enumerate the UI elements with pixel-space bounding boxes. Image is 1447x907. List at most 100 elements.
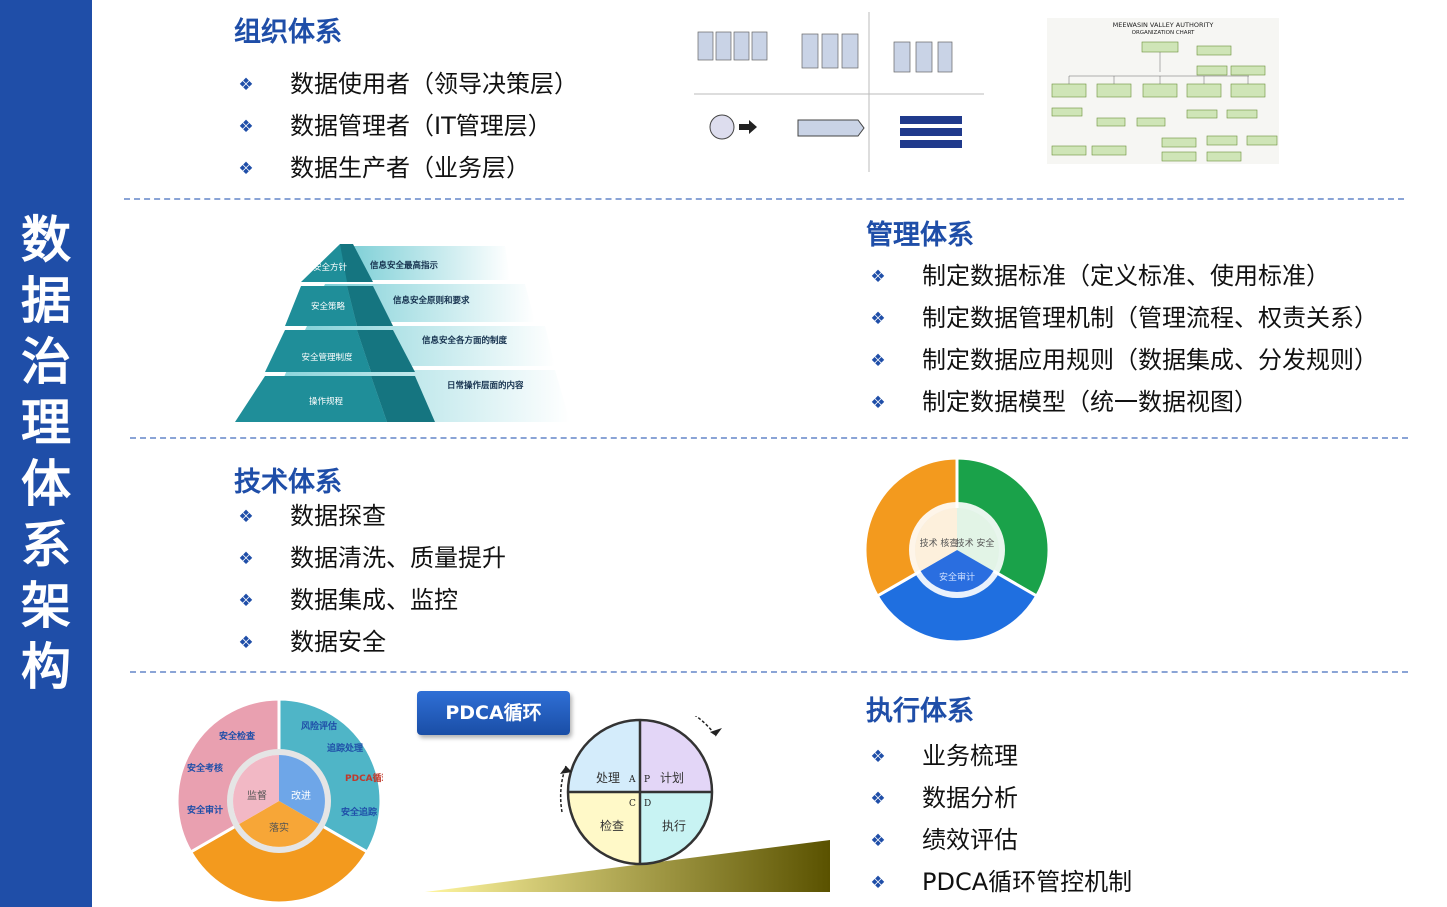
separator-2 — [130, 437, 1408, 439]
separator-1 — [124, 198, 1404, 200]
pdca-label: PDCA循环 — [417, 691, 570, 735]
list-item-text: 制定数据标准（定义标准、使用标准） — [922, 262, 1330, 290]
separator-3 — [130, 671, 1408, 673]
list-item: ❖ 数据生产者（业务层） — [234, 147, 578, 189]
diamond-bullet-icon: ❖ — [870, 309, 886, 329]
sidebar-title-char: 系 — [21, 516, 71, 574]
list-item-text: PDCA循环管控机制 — [922, 868, 1133, 896]
exec-label-5: 安全检查 — [219, 730, 256, 742]
exec-label-1: 风险评估 — [301, 720, 337, 732]
diamond-bullet-icon: ❖ — [870, 831, 886, 851]
diamond-bullet-icon: ❖ — [870, 351, 886, 371]
diamond-bullet-icon: ❖ — [870, 873, 886, 893]
exec-wheel: 监督 改进 落实 风险评估 追踪处理 PDCA循环 安全追踪 安全检查 安全考核… — [175, 697, 391, 905]
diamond-bullet-icon: ❖ — [870, 393, 886, 413]
diamond-bullet-icon: ❖ — [870, 789, 886, 809]
mgmt-title: 管理体系 — [866, 220, 974, 251]
exec-list: ❖ 业务梳理 ❖ 数据分析 ❖ 绩效评估 ❖ PDCA循环管控机制 — [866, 735, 1132, 903]
exec-label-3: PDCA循环 — [345, 772, 383, 784]
list-item: ❖ 制定数据模型（统一数据视图） — [866, 381, 1378, 423]
org-list: ❖ 数据使用者（领导决策层） ❖ 数据管理者（IT管理层） ❖ 数据生产者（业务层） — [234, 63, 578, 189]
sidebar-title-char: 架 — [21, 577, 71, 635]
list-item: ❖ 数据管理者（IT管理层） — [234, 105, 578, 147]
pdca-q-bl: 检查 — [600, 818, 624, 833]
list-item: ❖ 数据分析 — [866, 777, 1132, 819]
tech-wheel-left: 技术 核查 — [920, 537, 959, 549]
tech-title: 技术体系 — [234, 467, 342, 498]
list-item-text: 制定数据应用规则（数据集成、分发规则） — [922, 346, 1378, 374]
exec-label-2: 追踪处理 — [327, 742, 363, 754]
pyramid-level-4: 操作规程 — [309, 396, 344, 407]
list-item: ❖ 数据安全 — [234, 621, 506, 663]
list-item-text: 制定数据模型（统一数据视图） — [922, 388, 1258, 416]
org-title: 组织体系 — [234, 17, 342, 48]
list-item-text: 数据生产者（业务层） — [290, 154, 530, 182]
pdca-q-tr: 计划 — [660, 771, 684, 785]
diamond-bullet-icon: ❖ — [238, 75, 254, 95]
mgmt-list: ❖ 制定数据标准（定义标准、使用标准） ❖ 制定数据管理机制（管理流程、权责关系） ❖ 制… — [866, 255, 1378, 423]
diamond-bullet-icon: ❖ — [870, 747, 886, 767]
diamond-bullet-icon: ❖ — [238, 159, 254, 179]
exec-label-6: 安全考核 — [187, 762, 223, 774]
pdca-diagram: 处理 计划 检查 执行 A P C D — [420, 711, 835, 896]
exec-wheel-bottom: 落实 — [269, 821, 289, 834]
list-item-text: 数据分析 — [922, 784, 1018, 812]
list-item: ❖ PDCA循环管控机制 — [866, 861, 1132, 903]
exec-title: 执行体系 — [866, 696, 974, 727]
list-item-text: 数据集成、监控 — [290, 586, 458, 614]
org-chart-image: MEEWASIN VALLEY AUTHORITY ORGANIZATION C… — [1047, 18, 1279, 164]
list-item: ❖数据清洗、质量提升 — [234, 537, 506, 579]
sidebar-title-char: 数 — [21, 211, 71, 269]
pyramid-desc-1: 信息安全最高指示 — [370, 260, 439, 271]
list-item: ❖ 绩效评估 — [866, 819, 1132, 861]
list-item: ❖ 制定数据应用规则（数据集成、分发规则） — [866, 339, 1378, 381]
diamond-bullet-icon: ❖ — [238, 507, 254, 527]
sidebar-title-char: 治 — [21, 333, 71, 391]
list-item-text: 绩效评估 — [922, 826, 1018, 854]
tech-list: ❖ 数据探查 ❖数据清洗、质量提升 ❖ 数据集成、监控 ❖ 数据安全 — [234, 495, 506, 663]
list-item-text: 制定数据管理机制（管理流程、权责关系） — [922, 304, 1378, 332]
tech-wheel-right: 技术 安全 — [956, 537, 995, 549]
process-diagram — [694, 12, 984, 172]
list-item: ❖ 数据使用者（领导决策层） — [234, 63, 578, 105]
pdca-letter-a: A — [628, 775, 636, 785]
tech-wheel-bottom: 安全审计 — [939, 571, 975, 583]
pdca-letter-d: D — [644, 799, 651, 809]
list-item-text: 数据使用者（领导决策层） — [290, 70, 578, 98]
pdca-q-tl: 处理 — [596, 771, 620, 785]
pyramid-desc-4: 日常操作层面的内容 — [447, 380, 524, 391]
sidebar-title-char: 体 — [21, 455, 71, 513]
org-chart-subtitle: ORGANIZATION CHART — [1132, 30, 1195, 36]
pdca-letter-p: P — [644, 775, 650, 785]
sidebar-title-char: 构 — [21, 638, 71, 696]
list-item: ❖ 制定数据标准（定义标准、使用标准） — [866, 255, 1378, 297]
list-item: ❖ 数据探查 — [234, 495, 506, 537]
exec-wheel-right: 改进 — [291, 789, 311, 802]
list-item-text: 数据安全 — [290, 628, 386, 656]
list-item: ❖ 数据集成、监控 — [234, 579, 506, 621]
list-item-text: 数据清洗、质量提升 — [290, 544, 506, 572]
sidebar-title: 数据治理体系架构 — [0, 210, 92, 698]
diamond-bullet-icon: ❖ — [238, 117, 254, 137]
pyramid-desc-2: 信息安全原则和要求 — [393, 295, 470, 306]
diamond-bullet-icon: ❖ — [238, 591, 254, 611]
list-item-text: 数据探查 — [290, 502, 386, 530]
sidebar: 数据治理体系架构 — [0, 0, 92, 907]
list-item: ❖ 业务梳理 — [866, 735, 1132, 777]
sidebar-title-char: 理 — [21, 394, 71, 452]
diamond-bullet-icon: ❖ — [870, 267, 886, 287]
list-item-text: 数据管理者（IT管理层） — [290, 112, 552, 140]
list-item: ❖ 制定数据管理机制（管理流程、权责关系） — [866, 297, 1378, 339]
pdca-q-br: 执行 — [662, 819, 686, 833]
pyramid-desc-3: 信息安全各方面的制度 — [422, 335, 508, 346]
exec-wheel-left: 监督 — [247, 789, 267, 802]
pyramid-level-1: 安全方针 — [313, 262, 348, 273]
pyramid-level-3: 安全管理制度 — [301, 352, 353, 363]
pdca-letter-c: C — [629, 799, 636, 809]
pyramid-diagram: 安全方针 安全策略 安全管理制度 操作规程 信息安全最高指示 信息安全原则和要求… — [225, 238, 575, 426]
diamond-bullet-icon: ❖ — [238, 633, 254, 653]
exec-label-4: 安全追踪 — [341, 806, 377, 818]
list-item-text: 业务梳理 — [922, 742, 1018, 770]
sidebar-title-char: 据 — [21, 272, 71, 330]
pyramid-level-2: 安全策略 — [311, 301, 346, 312]
